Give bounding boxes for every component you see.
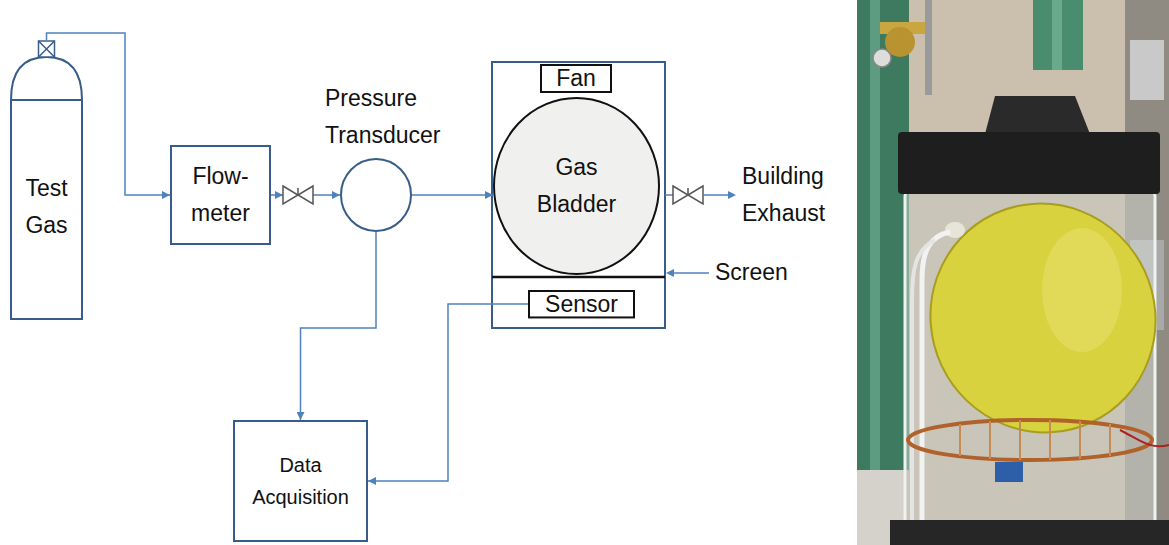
cylinder-highlight	[1052, 0, 1062, 70]
box-outline	[234, 421, 367, 541]
box-outline	[529, 291, 634, 317]
jar-lid	[898, 132, 1160, 194]
circle-outline	[341, 159, 411, 231]
screen-leader	[673, 272, 709, 274]
arrowhead	[728, 191, 736, 199]
test-chamber	[492, 62, 665, 328]
balloon	[893, 166, 1169, 469]
pressure-transducer: Pressure Transducer	[340, 158, 412, 232]
screen-label: Screen	[715, 259, 788, 287]
flowmeter-box: Flow- meter	[170, 145, 271, 245]
label-holder: Pressure Transducer	[325, 80, 465, 154]
balloon-highlight	[1042, 228, 1122, 352]
copper-ring	[908, 420, 1152, 460]
cylinder-outline	[11, 57, 82, 319]
node-text: Test Gas	[16, 170, 78, 244]
wire	[1120, 430, 1169, 446]
data-acquisition-box: Data Acquisition	[233, 420, 368, 542]
node-text: Gas Bladder	[529, 149, 624, 223]
circle-outline	[494, 98, 659, 274]
node-text: Pressure Transducer	[325, 80, 465, 154]
box-outline	[171, 146, 270, 244]
connector-arrow	[301, 232, 377, 420]
fan-box: Fan	[540, 64, 612, 93]
exhaust-line	[665, 194, 673, 196]
valve-symbol	[283, 186, 313, 204]
tube	[912, 240, 935, 545]
arrowhead	[275, 191, 283, 199]
exhaust-label: Building Exhaust	[742, 158, 842, 232]
connector-arrow	[368, 304, 528, 481]
gas-cylinder: Test Gas	[10, 40, 83, 320]
valve-cross	[39, 41, 55, 57]
exhaust-label-anchor: Building Exhaust	[742, 158, 842, 232]
circuit-board	[995, 462, 1023, 482]
gas-bladder: Gas Bladder	[493, 97, 660, 275]
cylinder-shoulder	[11, 99, 82, 101]
sensor-box: Sensor	[528, 290, 635, 318]
cylinder-valve	[39, 41, 55, 57]
node-outline	[170, 145, 271, 245]
valve-symbol	[673, 186, 703, 204]
base-plate	[890, 520, 1169, 545]
photo-instrument	[1130, 40, 1164, 100]
valve-stem	[297, 188, 299, 195]
gas-cylinder-photo	[857, 0, 909, 470]
valve-stem	[687, 188, 689, 195]
pressure-gauge	[873, 49, 891, 67]
gas-cylinder-photo	[1033, 0, 1083, 70]
node-outline	[340, 158, 412, 232]
node-text: Fan	[556, 65, 596, 91]
node-text: Sensor	[545, 291, 618, 317]
node-text: Flow- meter	[183, 158, 258, 232]
exhaust-line	[703, 194, 729, 196]
box-outline	[541, 65, 611, 92]
node-outline	[493, 97, 660, 275]
arrowhead	[666, 269, 674, 277]
gas-hose	[925, 0, 932, 95]
ring-spokes	[960, 420, 1110, 460]
screen-line	[492, 276, 665, 279]
screen-label-anchor: Screen	[715, 259, 825, 287]
cylinder-highlight	[870, 0, 880, 470]
connector-arrow	[412, 194, 493, 196]
tube	[922, 232, 950, 545]
node-outline	[233, 420, 368, 542]
node-text: Data Acquisition	[243, 449, 358, 513]
lid-handle	[985, 96, 1090, 134]
